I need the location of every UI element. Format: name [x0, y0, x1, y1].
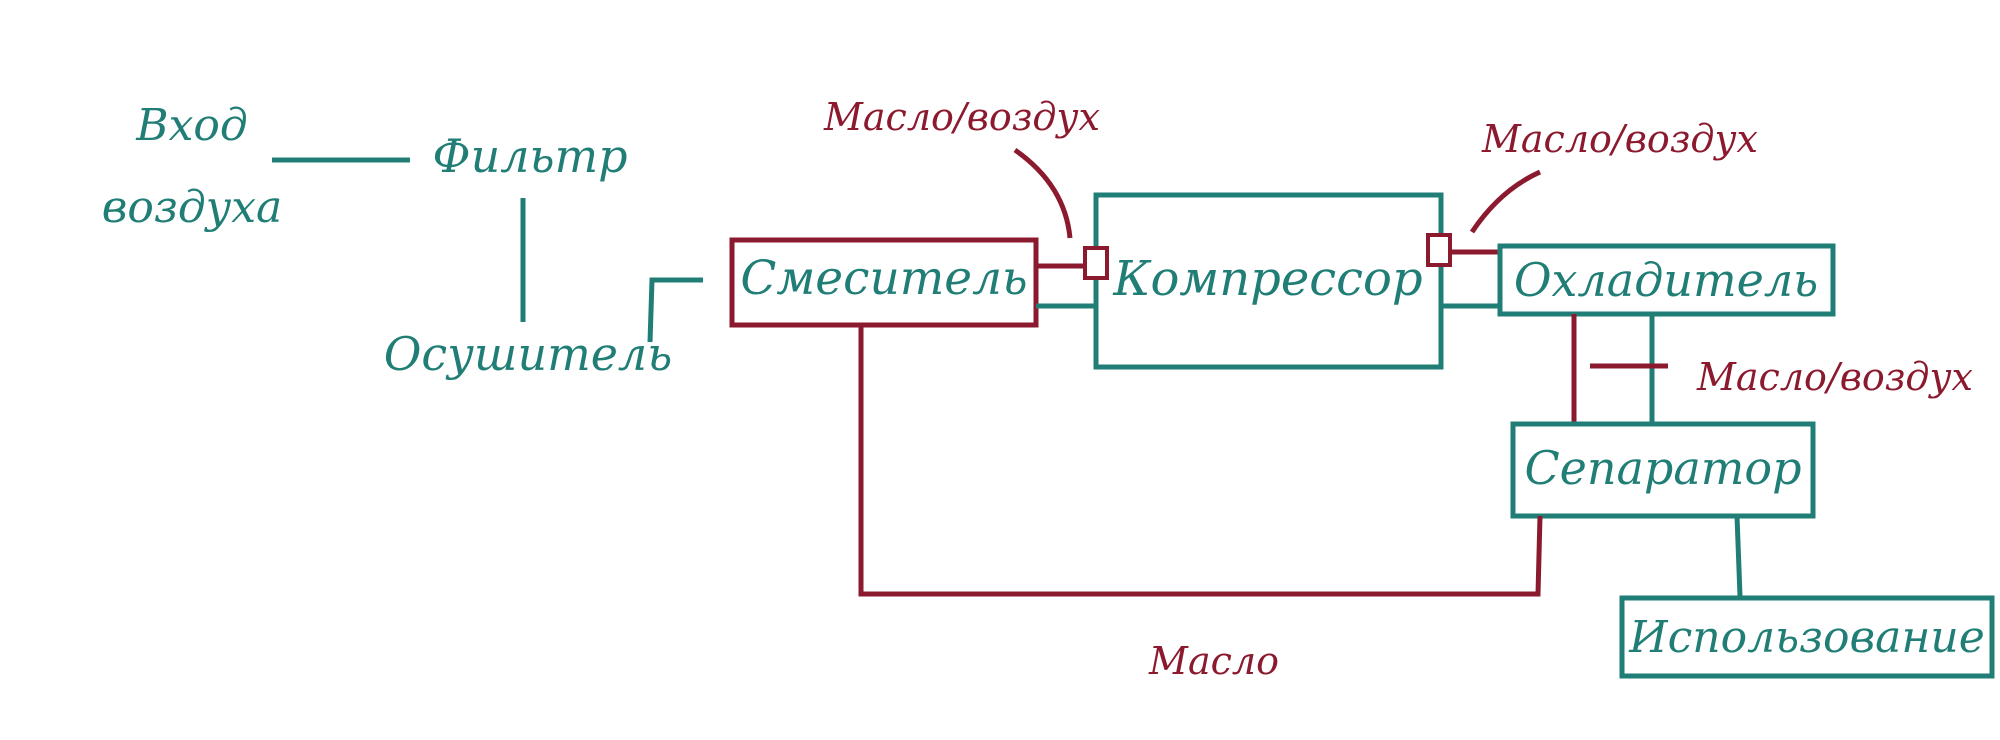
oil-air-label-outlet: Масло/воздух: [1481, 117, 1758, 161]
connector-oil-return: [858, 325, 1543, 597]
oil-air-label-inlet: Масло/воздух: [823, 95, 1100, 139]
leader-oil-air-inlet: [1013, 147, 1073, 239]
air-inlet-label-line2: воздуха: [102, 182, 283, 233]
cooler-label: Охладитель: [1514, 253, 1818, 307]
usage-label: Использование: [1628, 612, 1985, 663]
mixer-box: [729, 237, 1039, 328]
compressor-label: Компрессор: [1112, 251, 1422, 307]
separator-label: Сепаратор: [1524, 441, 1801, 495]
air-inlet-label-line1: Вход: [135, 100, 248, 151]
mixer-label: Смеситель: [740, 251, 1027, 306]
dryer-label: Осушитель: [384, 327, 673, 381]
compressor-inlet-port: [1083, 246, 1109, 280]
compressor-outlet-port: [1426, 233, 1452, 267]
separator-box: [1510, 421, 1816, 519]
connector-separator-usage: [1734, 515, 1743, 597]
cooler-box: [1497, 243, 1836, 317]
compressor-box: [1093, 192, 1444, 370]
connector-dryer-mixer: [647, 277, 703, 343]
filter-label: Фильтр: [432, 129, 627, 183]
usage-box: [1619, 595, 1995, 679]
leader-oil-air-outlet: [1469, 169, 1542, 234]
oil-air-label-separator: Масло/воздух: [1696, 355, 1973, 399]
oil-return-label: Масло: [1148, 639, 1279, 683]
